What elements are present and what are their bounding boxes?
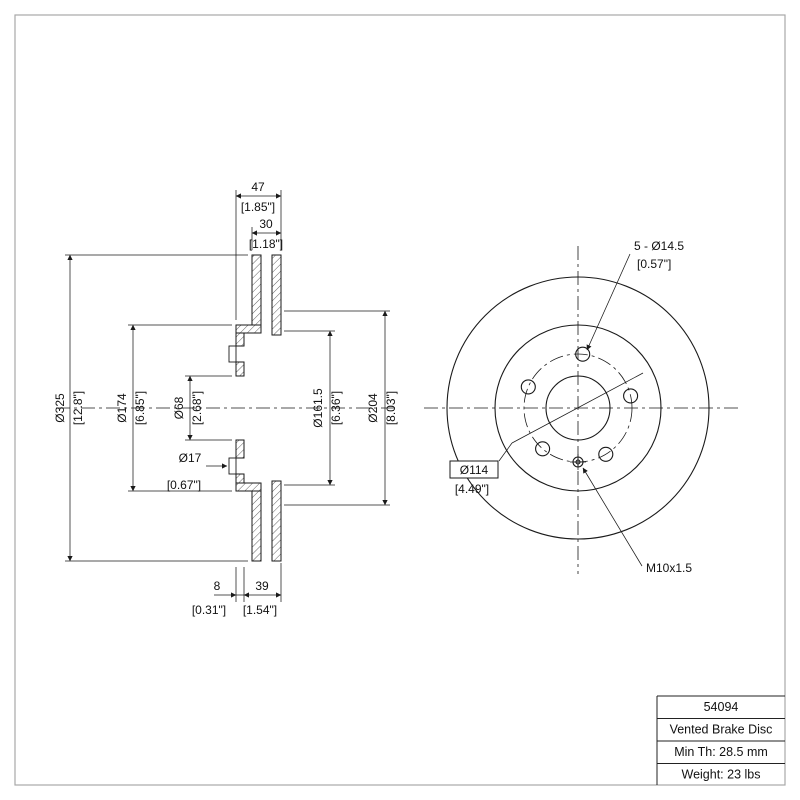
dim-disc-offset-in: [1.54"]: [243, 603, 277, 617]
dim-flange-dia-mm: Ø204: [366, 393, 380, 423]
bolt-hole-4: [598, 446, 614, 462]
dim-lug-hole-mm: Ø17: [179, 451, 202, 465]
center-bore-circle: [545, 375, 611, 441]
dim-bolt-circle-in: [4.49"]: [455, 482, 489, 496]
title-block: 54094 Vented Brake Disc Min Th: 28.5 mm …: [656, 695, 785, 785]
bolt-hole-2: [520, 379, 536, 395]
dim-disc-offset-mm: 39: [255, 579, 269, 593]
dim-flange-dia-in: [8.03"]: [384, 391, 398, 425]
upper-hat-wall-a: [235, 332, 245, 347]
dim-disc-width-mm: 30: [259, 217, 273, 231]
lower-right-friction-plate: [271, 480, 282, 562]
upper-right-friction-plate: [271, 254, 282, 336]
dim-bolt-holes-in: [0.57"]: [637, 257, 671, 271]
page-border: [14, 14, 786, 786]
dim-outer-dia-in: [12.8"]: [71, 391, 85, 425]
lower-hat-flange: [235, 482, 262, 492]
side-section-view: 47 [1.85"] 30 [1.18"] Ø325 [12.8"] Ø174 …: [53, 180, 398, 617]
dim-overall-width-in: [1.85"]: [241, 200, 275, 214]
upper-lug-hole-section: [228, 345, 237, 363]
dim-hat-dia-mm: Ø174: [115, 393, 129, 423]
dim-hat-thickness-mm: 8: [214, 579, 221, 593]
dim-inner-friction-dia-mm: Ø161.5: [311, 388, 325, 428]
bolt-hole-5: [623, 388, 639, 404]
bolt-hole-3: [535, 441, 551, 457]
title-block-product-type: Vented Brake Disc: [670, 723, 773, 737]
dim-bolt-holes-label: 5 - Ø14.5: [634, 239, 684, 253]
title-block-min-thickness: Min Th: 28.5 mm: [674, 745, 768, 759]
dim-inner-friction-dia-in: [6.36"]: [329, 391, 343, 425]
dim-bore-dia-mm: Ø68: [172, 396, 186, 419]
dim-outer-dia-mm: Ø325: [53, 393, 67, 423]
dim-bore-dia-in: [2.68"]: [190, 391, 204, 425]
dim-thread-spec: M10x1.5: [646, 561, 692, 575]
dim-bolt-circle-mm: Ø114: [460, 463, 489, 477]
upper-hat-wall-b: [235, 361, 245, 377]
dim-overall-width-mm: 47: [251, 180, 265, 194]
dim-hat-thickness-in: [0.31"]: [192, 603, 226, 617]
dim-hat-dia-in: [6.85"]: [133, 391, 147, 425]
lower-hat-wall-b: [235, 473, 245, 484]
front-view: 5 - Ø14.5 [0.57"] Ø114 [4.49"] M10x1.5: [424, 239, 742, 575]
bolt-circle-dim-box: [449, 460, 499, 479]
title-block-weight: Weight: 23 lbs: [682, 768, 761, 782]
outer-diameter-circle: [446, 276, 710, 540]
dim-lug-hole-in: [0.67"]: [167, 478, 201, 492]
bolt-hole-1: [575, 346, 591, 362]
lower-hat-wall-a: [235, 439, 245, 459]
upper-left-friction-plate: [251, 254, 262, 326]
lower-left-friction-plate: [251, 490, 262, 562]
hat-diameter-circle: [494, 324, 662, 492]
title-block-part-number: 54094: [704, 700, 739, 714]
dim-disc-width-in: [1.18"]: [249, 237, 283, 251]
upper-hat-flange: [235, 324, 262, 334]
lower-lug-hole-section: [228, 457, 237, 475]
